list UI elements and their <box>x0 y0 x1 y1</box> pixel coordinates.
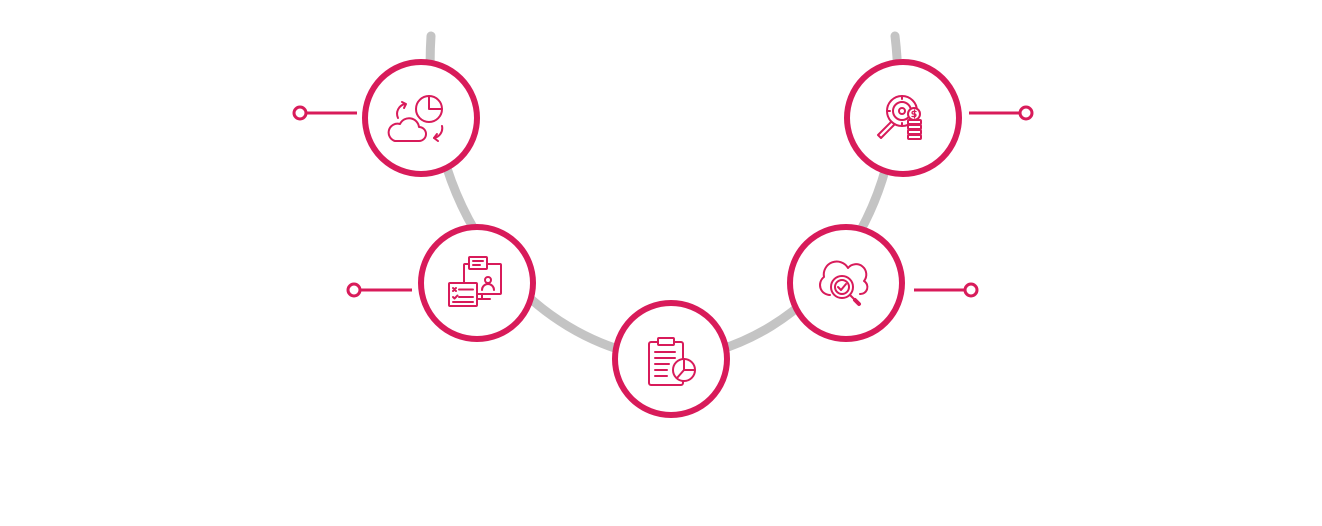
pointer-line-node-1 <box>292 105 357 121</box>
node-1 <box>362 59 480 177</box>
cloud-search-check-icon <box>819 260 869 306</box>
node-4 <box>787 224 905 342</box>
pointer-line-node-4 <box>914 282 979 298</box>
dashboard-checklist-chat-icon <box>448 256 502 307</box>
node-3 <box>612 300 730 418</box>
node-2 <box>418 224 536 342</box>
cloud-pie-chart-cycle-icon <box>387 95 444 142</box>
clipboard-report-chart-icon <box>648 337 696 386</box>
pointer-line-node-2 <box>346 282 412 298</box>
pointer-line-node-5 <box>969 105 1034 121</box>
search-gear-coins-icon <box>877 95 922 140</box>
node-5 <box>844 59 962 177</box>
